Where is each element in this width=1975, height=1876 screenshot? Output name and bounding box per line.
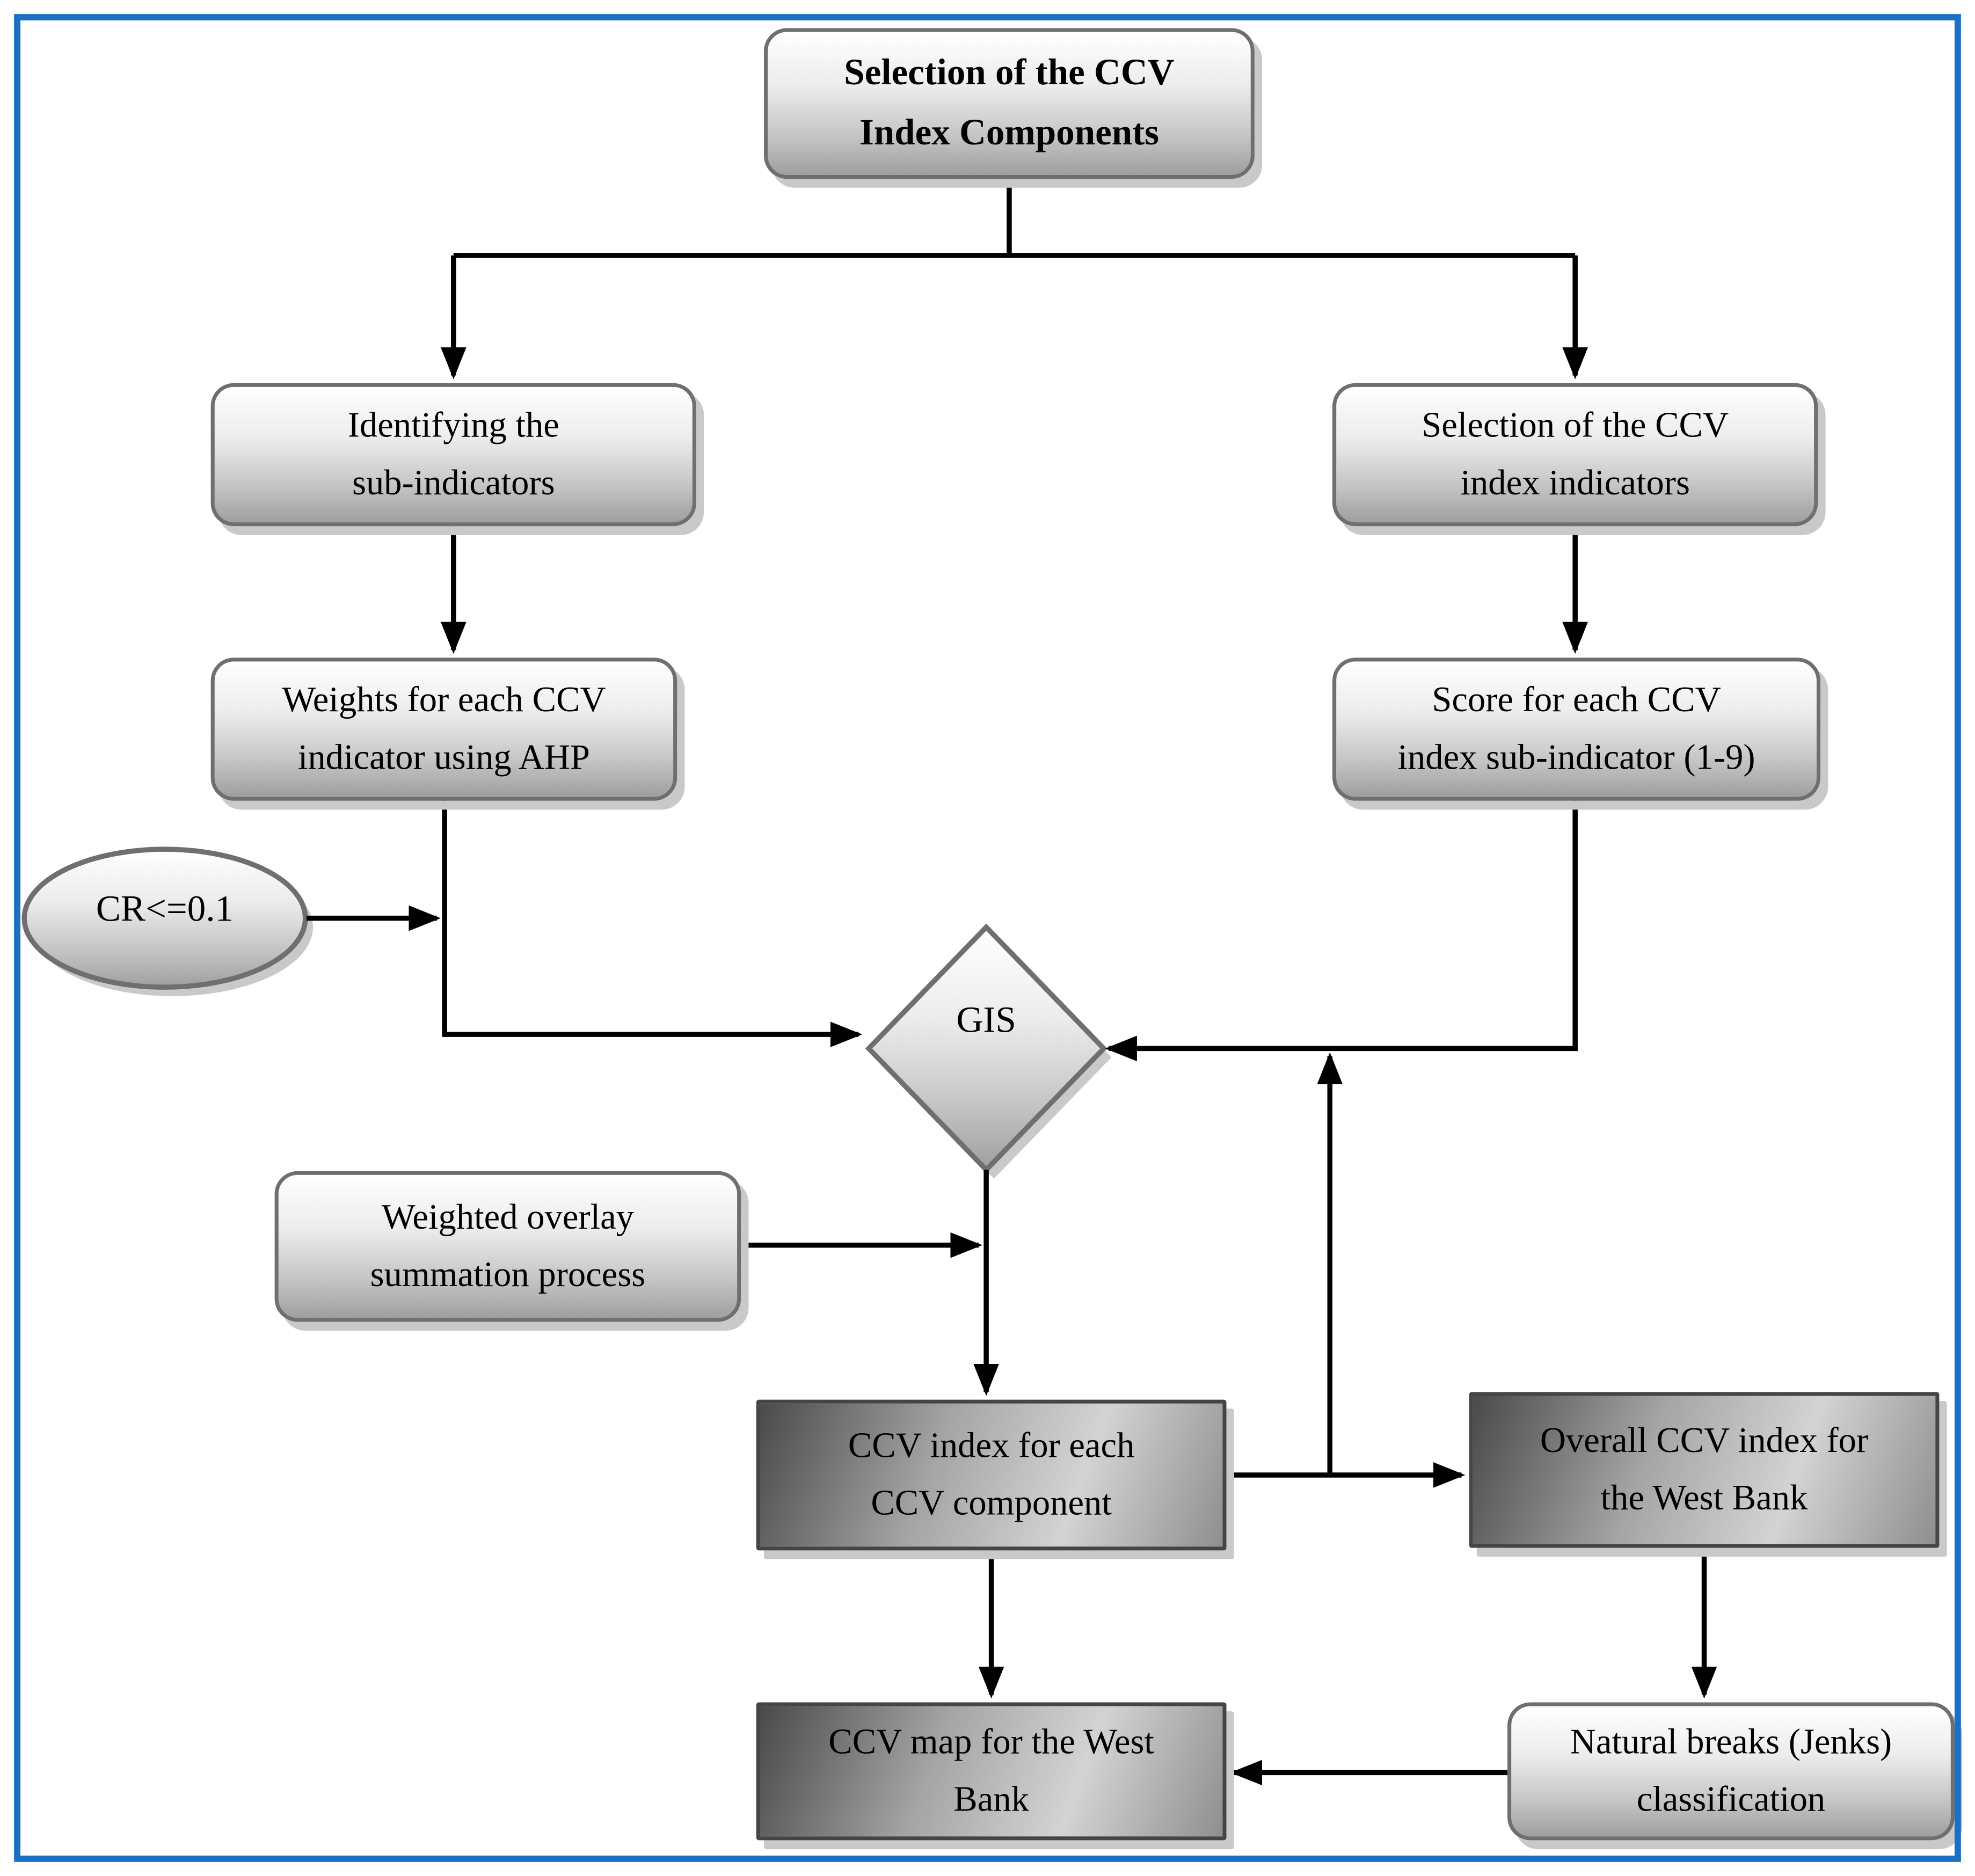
node-label-line: index sub-indicator (1-9)	[1397, 738, 1755, 778]
node-label-line: Score for each CCV	[1432, 681, 1721, 720]
node-natural-breaks-jenks: Natural breaks (Jenks) classification	[1507, 1702, 1955, 1841]
node-label-line: CCV index for each	[848, 1426, 1135, 1466]
node-label-line: Overall CCV index for	[1540, 1421, 1869, 1461]
node-label-line: CCV map for the West	[828, 1722, 1154, 1763]
node-selection-index-indicators: Selection of the CCV index indicators	[1332, 383, 1818, 527]
node-ccv-index-component: CCV index for each CCV component	[756, 1399, 1227, 1551]
node-label-line: indicator using AHP	[297, 738, 591, 778]
node-label-line: Natural breaks (Jenks)	[1570, 1722, 1892, 1763]
node-score-sub-indicator: Score for each CCV index sub-indicator (…	[1332, 658, 1821, 801]
node-label-line: the West Bank	[1600, 1479, 1808, 1519]
node-ccv-map-west-bank: CCV map for the West Bank	[756, 1702, 1227, 1841]
node-label-line: summation process	[370, 1255, 646, 1295]
node-label-line: CCV component	[871, 1484, 1112, 1524]
node-label-line: Identifying the	[347, 406, 559, 446]
node-identifying-sub-indicators: Identifying the sub-indicators	[210, 383, 696, 527]
node-label-line: Index Components	[859, 112, 1159, 154]
node-label-line: Selection of the CCV	[844, 52, 1175, 93]
node-overall-ccv-index: Overall CCV index for the West Bank	[1469, 1392, 1940, 1548]
node-weighted-overlay: Weighted overlay summation process	[274, 1171, 741, 1322]
node-label-line: sub-indicators	[352, 463, 555, 503]
node-label-line: Weights for each CCV	[282, 681, 606, 720]
node-label-line: classification	[1636, 1780, 1826, 1820]
node-weights-ahp: Weights for each CCV indicator using AHP	[210, 658, 677, 801]
node-label-line: Weighted overlay	[381, 1198, 635, 1238]
node-label-line: Selection of the CCV	[1422, 406, 1729, 446]
node-selection-ccv-components: Selection of the CCV Index Components	[764, 28, 1255, 179]
connector-weights-to-gis	[442, 800, 863, 1047]
gis-diamond-label: GIS	[956, 999, 1016, 1040]
cr-ellipse-label: CR<=0.1	[96, 888, 234, 929]
cr-ellipse	[21, 846, 308, 990]
page-border-frame	[14, 14, 1961, 1862]
node-label-line: index indicators	[1460, 463, 1690, 503]
node-label-line: Bank	[953, 1780, 1029, 1820]
connector-score-to-gis	[1105, 800, 1578, 1062]
